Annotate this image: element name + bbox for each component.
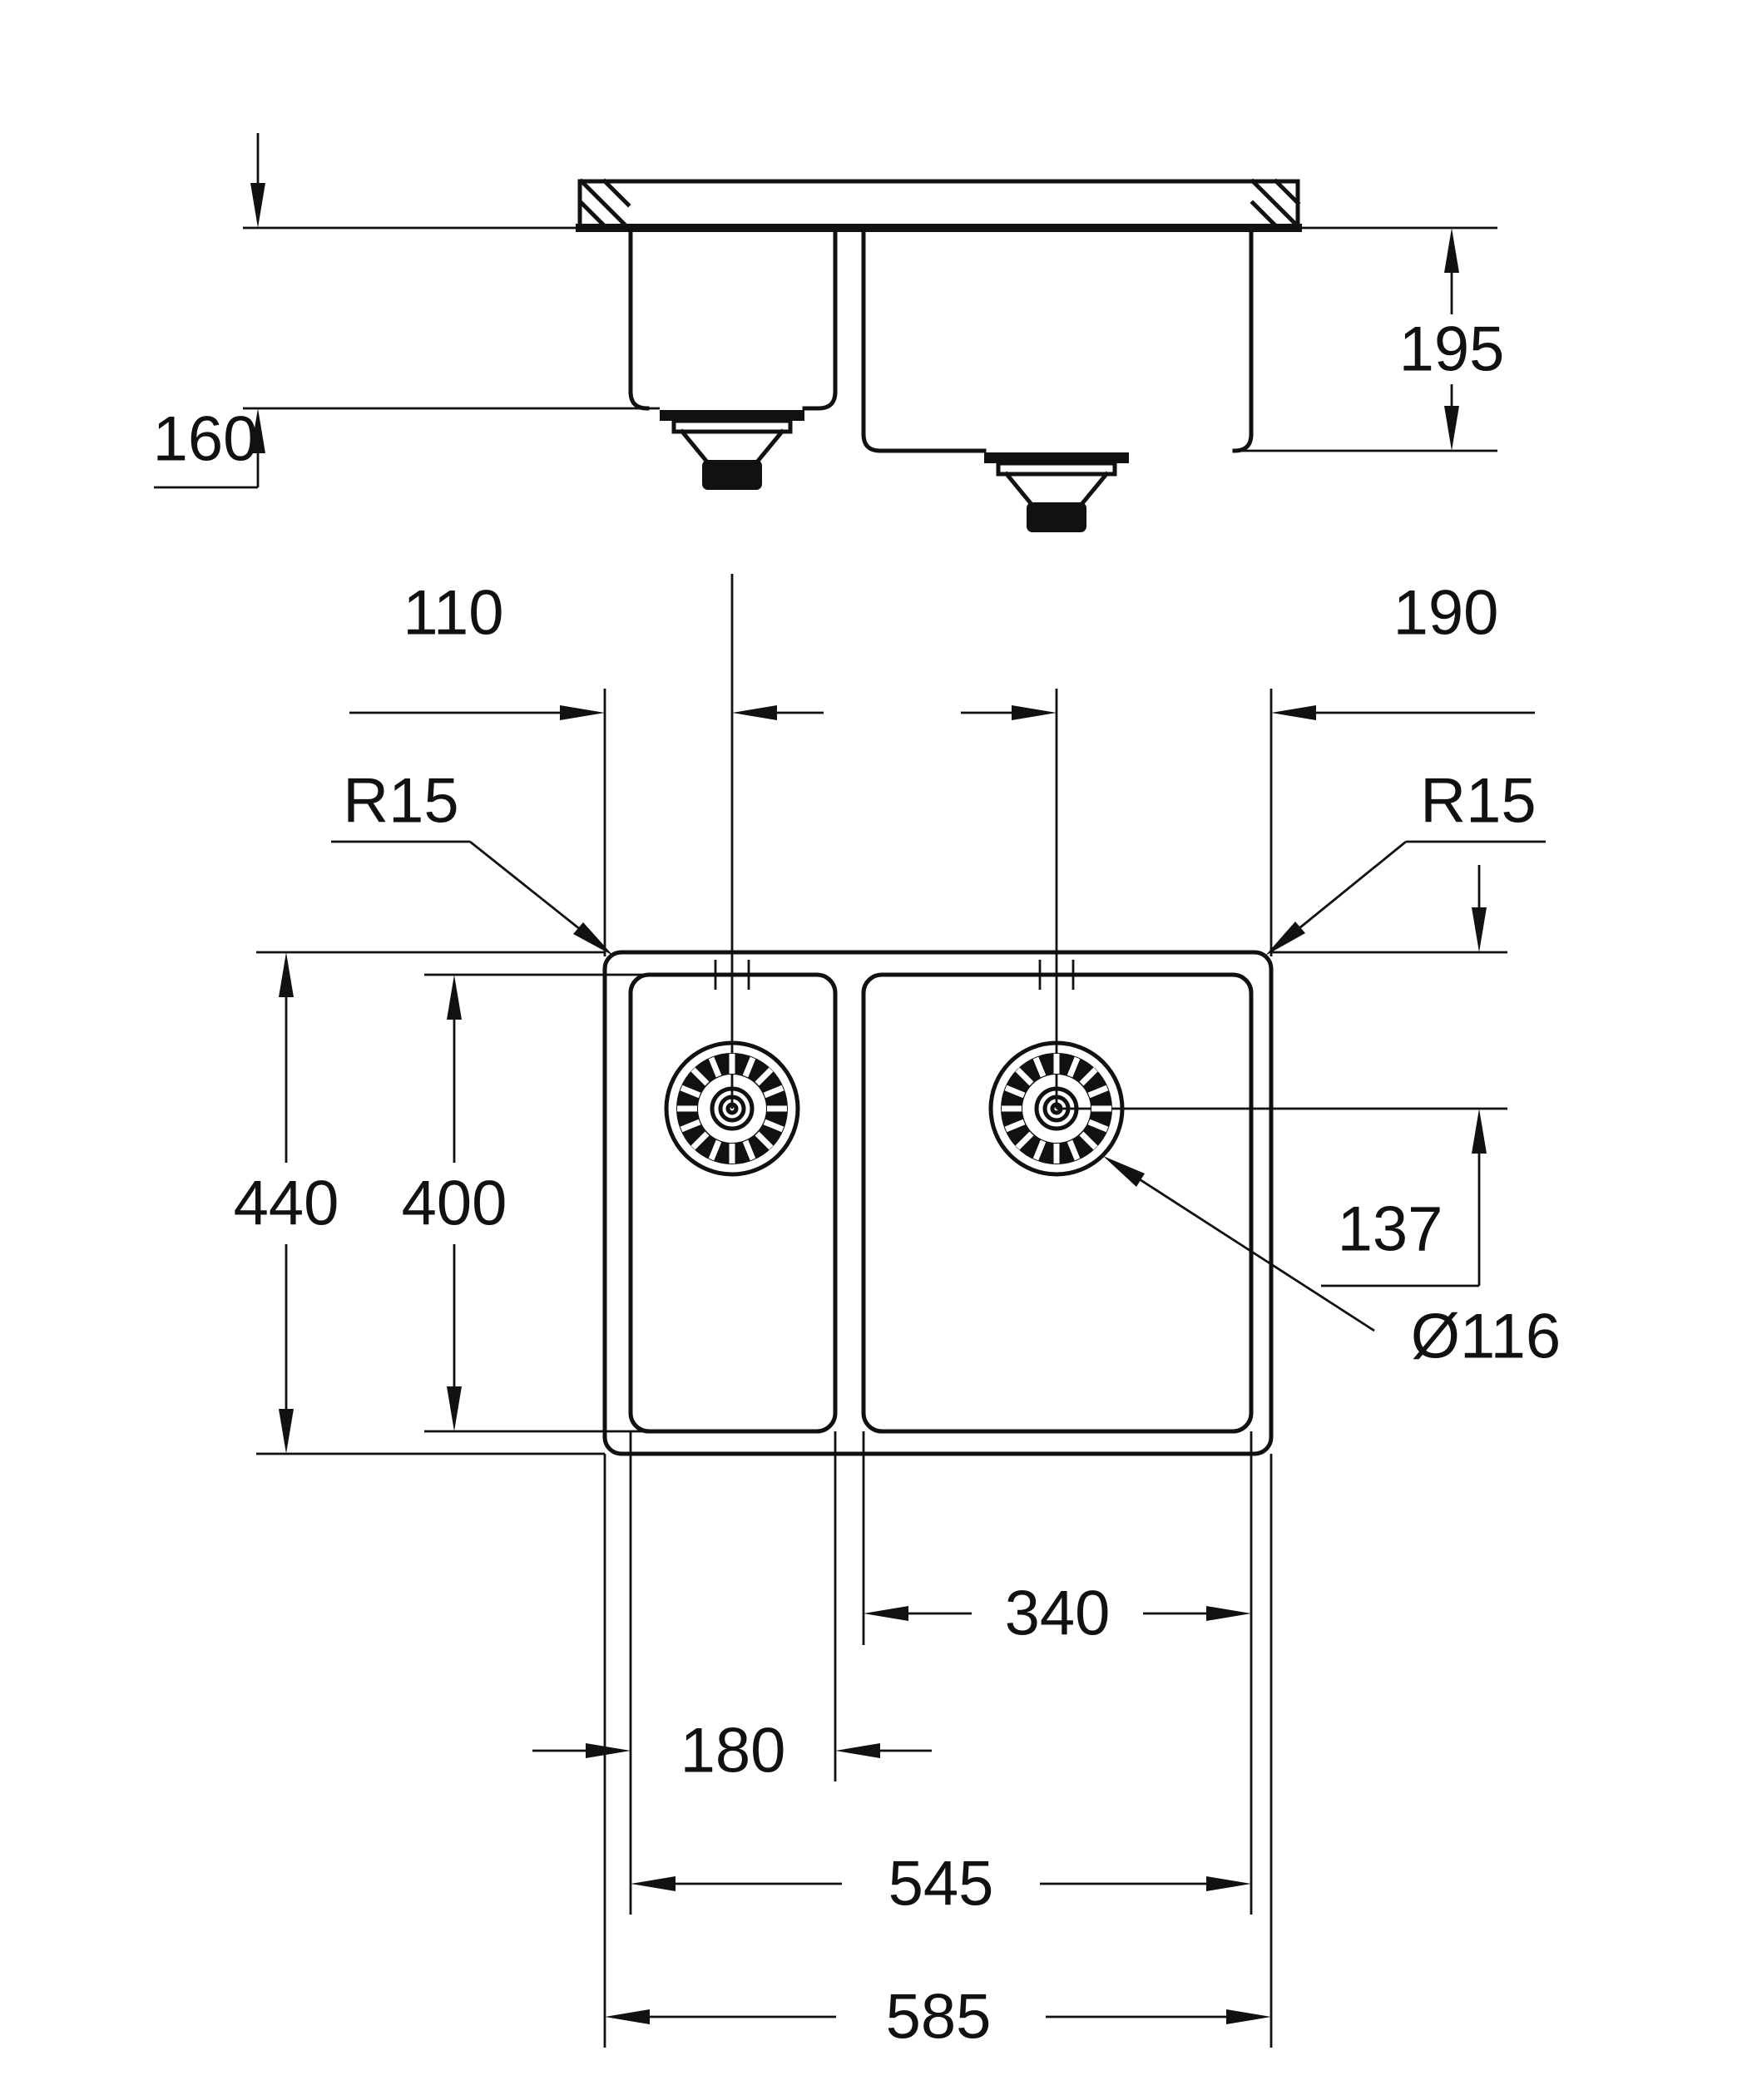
dimension-545: 545 [629, 1645, 1253, 1920]
right-bowl-section [861, 225, 1254, 453]
left-bowl-section [628, 225, 838, 411]
dim-label-585: 585 [886, 1982, 992, 2053]
dim-label-180: 180 [681, 1716, 786, 1786]
drain-outlet-side-right [984, 452, 1129, 532]
radius-callout-right: R15 [1265, 766, 1546, 956]
dimension-400: 400 [402, 973, 645, 1433]
dim-label-160: 160 [153, 404, 259, 475]
drain-strainer-icon-left [664, 1040, 800, 1177]
dim-label-400: 400 [402, 1169, 507, 1239]
drain-strainer-icon-right [988, 1040, 1125, 1177]
diameter-callout-116: Ø116 [1103, 1156, 1561, 1372]
dimension-585: 585 [603, 1454, 1273, 2053]
dimension-160: 160 [153, 133, 660, 489]
dimension-137: 137 [1271, 865, 1507, 1287]
dimension-110: 110 [349, 578, 824, 956]
left-bowl-corner-bl [628, 389, 650, 411]
dim-label-340: 340 [1005, 1579, 1111, 1649]
counter-hatch-left [578, 178, 631, 231]
dim-label-440: 440 [234, 1169, 339, 1239]
dimension-440: 440 [234, 951, 605, 1455]
plan-view: 110 190 R15 R15 [234, 574, 1561, 2053]
dim-label-r15-right: R15 [1420, 766, 1536, 837]
outer-rim-rect [602, 950, 1274, 1456]
dim-label-195: 195 [1399, 314, 1505, 385]
left-bowl-corner-br [816, 389, 838, 411]
centerline-ticks [714, 960, 1075, 990]
right-bowl-corner-br [1232, 432, 1254, 453]
radius-callout-left: R15 [331, 766, 613, 956]
dim-label-dia116: Ø116 [1411, 1302, 1561, 1372]
counter-hatch-right [1250, 178, 1301, 231]
dim-label-137: 137 [1338, 1194, 1443, 1265]
dim-label-110: 110 [403, 578, 503, 649]
dimension-190: 190 [961, 578, 1535, 956]
dim-label-545: 545 [888, 1849, 994, 1920]
dim-label-190: 190 [1393, 578, 1499, 649]
drain-outlet-side-left [660, 410, 804, 490]
side-view-section: 160 195 [153, 133, 1505, 532]
right-bowl-corner-bl [861, 432, 883, 453]
dimension-195: 195 [1235, 226, 1505, 452]
dimension-180: 180 [532, 1431, 932, 1786]
dimension-340: 340 [862, 1431, 1253, 1649]
dim-label-r15-left: R15 [343, 766, 458, 837]
